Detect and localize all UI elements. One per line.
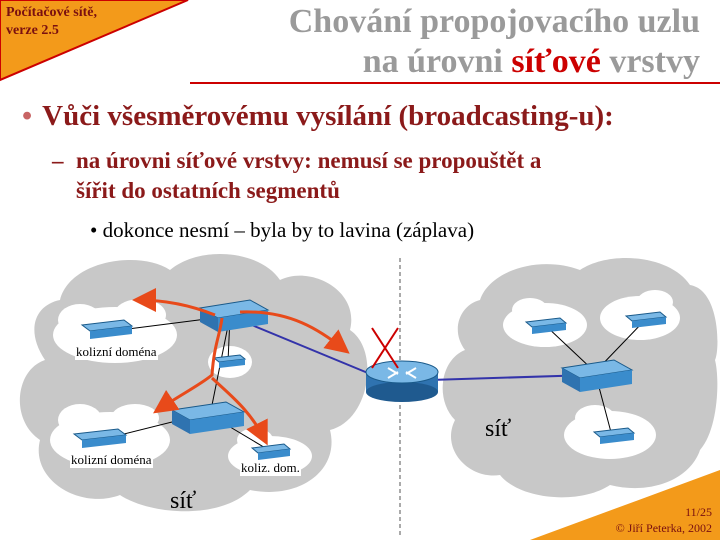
slide-title-pre: na úrovni xyxy=(362,43,512,80)
course-corner: Počítačové sítě, verze 2.5 xyxy=(0,0,190,82)
bullet-level3-text: dokonce nesmí – byla by to lavina (zápla… xyxy=(102,218,475,242)
hub-icon-r1 xyxy=(524,317,568,334)
label-collision-domain-2: kolizní doména xyxy=(70,452,153,468)
switch-right-icon xyxy=(560,359,634,392)
hub-icon-1 xyxy=(80,319,134,339)
hub-icon-r3 xyxy=(592,427,636,444)
router-icon xyxy=(365,360,439,402)
course-version: verze 2.5 xyxy=(6,23,59,38)
copyright: © Jiří Peterka, 2002 xyxy=(615,521,712,535)
slide-footer: 11/25 © Jiří Peterka, 2002 xyxy=(616,504,712,536)
hub-icon-3 xyxy=(250,443,292,460)
broadcast-arrows xyxy=(132,288,350,446)
switch-main-icon xyxy=(198,299,270,332)
label-collision-domain-1: kolizní doména xyxy=(75,344,158,360)
router-link-left xyxy=(229,315,381,379)
label-collision-domain-3: koliz. dom. xyxy=(240,460,301,476)
course-name: Počítačové sítě, verze 2.5 xyxy=(6,4,97,40)
title-underline xyxy=(190,82,720,84)
bullet-level1-text: Vůči všesměrovému vysílání (broadcasting… xyxy=(42,100,614,132)
switch-lower-icon xyxy=(170,401,246,434)
slide-title-highlight: síťové xyxy=(511,43,601,80)
bullet-dot: • xyxy=(22,100,33,132)
bullet-level3: • dokonce nesmí – byla by to lavina (záp… xyxy=(90,218,475,242)
bullet-level2-line1: na úrovni síťové vrstvy: nemusí se propo… xyxy=(76,148,542,173)
left-network-cloud xyxy=(19,253,368,512)
bullet-level2-line2: šířit do ostatních segmentů xyxy=(76,178,340,203)
corner-triangle xyxy=(0,0,189,82)
slide-title-post: vrstvy xyxy=(600,43,700,80)
bullet-level1: • Vůči všesměrovému vysílání (broadcastin… xyxy=(22,100,614,133)
hub-icon-small xyxy=(212,354,247,368)
bullet-dash: – xyxy=(52,148,64,173)
hub-icon-2 xyxy=(72,428,128,448)
slide-title-line2: na úrovni síťové vrstvy xyxy=(289,42,700,82)
bullet-level2: –na úrovni síťové vrstvy: nemusí se prop… xyxy=(52,146,541,206)
blocked-x-icon xyxy=(371,327,399,369)
page-number: 11/25 xyxy=(685,505,712,519)
label-network-right: síť xyxy=(485,416,512,442)
footer-triangle xyxy=(530,470,720,540)
slide-title: Chování propojovacího uzlu na úrovni síť… xyxy=(289,2,700,82)
hub-icon-r2 xyxy=(624,311,668,328)
label-network-left: síť xyxy=(170,488,197,514)
course-title: Počítačové sítě, xyxy=(6,5,97,20)
slide-title-line1: Chování propojovacího uzlu xyxy=(288,3,700,40)
